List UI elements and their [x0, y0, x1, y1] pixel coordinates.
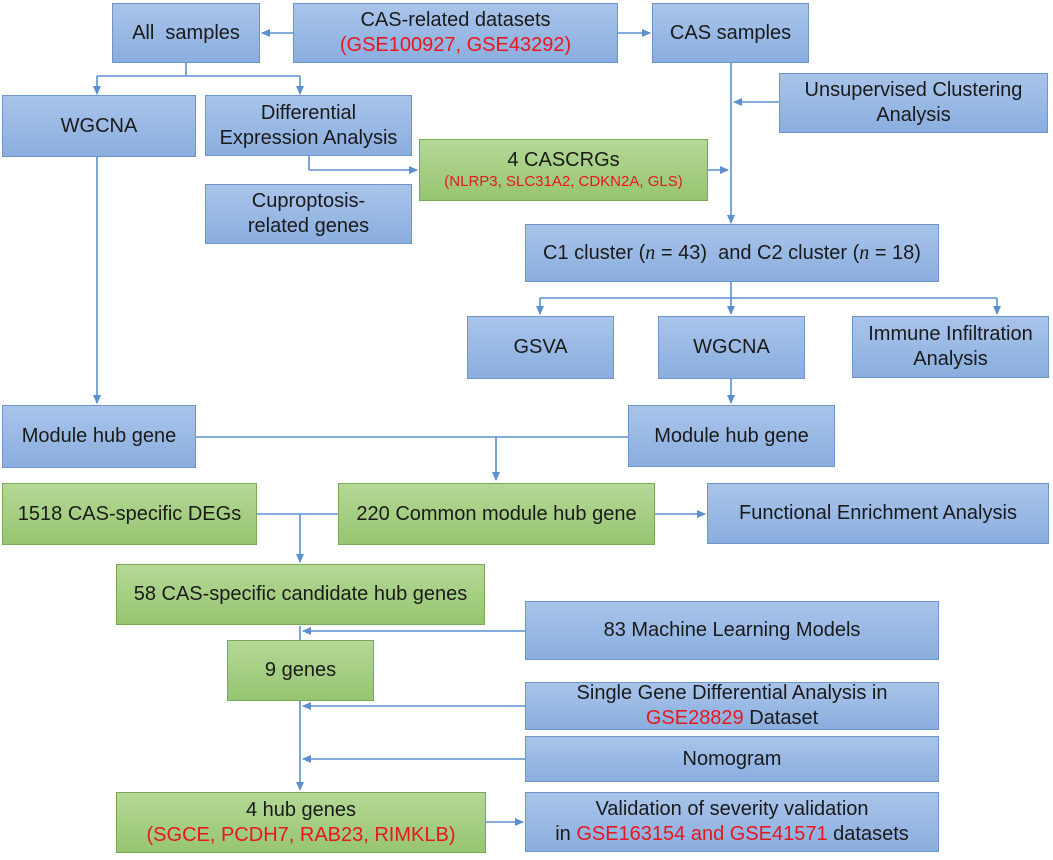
gsva-box: GSVA — [467, 316, 614, 379]
immune-line2: Analysis — [913, 348, 988, 370]
dea-line2: Expression Analysis — [219, 126, 398, 149]
hub-genes-list: (SGCE, PCDH7, RAB23, RIMKLB) — [146, 823, 456, 846]
wgcna-left-label: WGCNA — [60, 114, 138, 137]
c1-count: = 43) and C2 cluster ( — [655, 241, 860, 264]
clusters-label: C1 cluster (n = 43) and C2 cluster (n = … — [543, 241, 921, 266]
single-gene-line1: Single Gene Differential Analysis in — [576, 682, 888, 704]
functional-label: Functional Enrichment Analysis — [739, 502, 1017, 524]
cascrgs-title: 4 CASCRGs — [507, 149, 620, 172]
validation-prefix: in — [555, 823, 577, 845]
validation-box: Validation of severity validation in GSE… — [525, 792, 939, 852]
dea-line1: Differential — [260, 101, 357, 124]
wgcna-right-box: WGCNA — [658, 316, 805, 379]
differential-expression-box: Differential Expression Analysis — [205, 95, 412, 156]
cas-samples-label: CAS samples — [669, 21, 792, 44]
hub-genes-box: 4 hub genes (SGCE, PCDH7, RAB23, RIMKLB) — [116, 792, 486, 853]
module-hub-left-box: Module hub gene — [2, 405, 196, 468]
module-hub-right-box: Module hub gene — [628, 405, 835, 467]
common-hub-label: 220 Common module hub gene — [356, 502, 637, 525]
cas-datasets-ids: (GSE100927, GSE43292) — [339, 34, 572, 56]
c2-count: = 18) — [869, 241, 921, 264]
nine-genes-box: 9 genes — [227, 640, 374, 701]
immune-infiltration-box: Immune Infiltration Analysis — [852, 316, 1049, 378]
module-hub-left-label: Module hub gene — [21, 425, 177, 447]
c2-n-symbol: n — [859, 241, 870, 264]
nomogram-box: Nomogram — [525, 736, 939, 782]
cas-samples-box: CAS samples — [652, 3, 809, 63]
functional-enrichment-box: Functional Enrichment Analysis — [707, 483, 1049, 544]
common-module-hub-box: 220 Common module hub gene — [338, 483, 655, 545]
single-gene-dataset: GSE28829 — [645, 707, 744, 729]
nomogram-label: Nomogram — [682, 747, 782, 770]
cuproptosis-line2: related genes — [247, 215, 370, 237]
ml-label: 83 Machine Learning Models — [603, 619, 861, 641]
cuproptosis-line1: Cuproptosis- — [251, 190, 366, 212]
c1-n-symbol: n — [645, 241, 656, 264]
validation-line2: in GSE163154 and GSE41571 datasets — [555, 822, 909, 847]
all-samples-box: All samples — [112, 3, 260, 63]
candidates-label: 58 CAS-specific candidate hub genes — [133, 583, 468, 605]
cas-datasets-title: CAS-related datasets — [360, 9, 551, 31]
cuproptosis-genes-box: Cuproptosis- related genes — [205, 184, 412, 244]
clusters-box: C1 cluster (n = 43) and C2 cluster (n = … — [525, 224, 939, 282]
validation-suffix: datasets — [827, 823, 909, 845]
cascrgs-box: 4 CASCRGs (NLRP3, SLC31A2, CDKN2A, GLS) — [419, 139, 708, 201]
immune-line1: Immune Infiltration — [868, 323, 1033, 345]
wgcna-right-label: WGCNA — [693, 336, 770, 358]
module-hub-right-label: Module hub gene — [654, 424, 809, 447]
all-samples-label: All samples — [132, 21, 240, 44]
hub-genes-title: 4 hub genes — [245, 798, 357, 821]
cas-specific-degs-box: 1518 CAS-specific DEGs — [2, 483, 257, 545]
wgcna-left-box: WGCNA — [2, 95, 196, 157]
c1-prefix: C1 cluster ( — [543, 241, 646, 264]
cascrgs-genes: (NLRP3, SLC31A2, CDKN2A, GLS) — [444, 173, 683, 191]
candidate-hub-genes-box: 58 CAS-specific candidate hub genes — [116, 564, 485, 625]
degs-label: 1518 CAS-specific DEGs — [17, 502, 242, 525]
nine-genes-label: 9 genes — [264, 659, 337, 681]
single-gene-dataset-suffix: Dataset — [743, 707, 819, 729]
cas-datasets-box: CAS-related datasets (GSE100927, GSE4329… — [293, 3, 618, 63]
machine-learning-box: 83 Machine Learning Models — [525, 601, 939, 660]
unsupervised-line2: Analysis — [876, 104, 951, 126]
gsva-label: GSVA — [513, 336, 568, 358]
unsupervised-line1: Unsupervised Clustering — [804, 79, 1023, 101]
unsupervised-clustering-box: Unsupervised Clustering Analysis — [779, 73, 1048, 133]
single-gene-line2: GSE28829 Dataset — [646, 706, 818, 731]
validation-line1: Validation of severity validation — [595, 798, 869, 820]
single-gene-analysis-box: Single Gene Differential Analysis in GSE… — [525, 682, 939, 730]
validation-datasets: GSE163154 and GSE41571 — [576, 823, 828, 845]
